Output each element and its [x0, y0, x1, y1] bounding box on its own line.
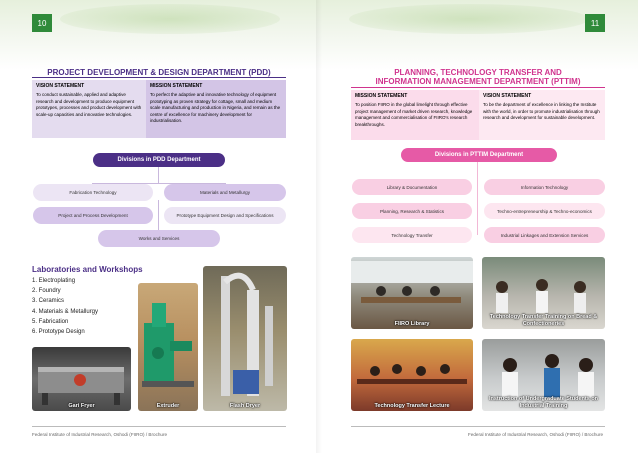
mission-title: MISSION STATEMENT	[355, 93, 408, 99]
department-title-line-2: INFORMATION MANAGEMENT DEPARTMENT (PTTIM…	[375, 77, 581, 86]
department-title-line-1: PLANNING, TECHNOLOGY TRANSFER AND	[394, 68, 562, 77]
vision-statement: VISION STATEMENT To conduct sustainable,…	[32, 80, 146, 138]
footer-rule	[32, 426, 286, 427]
labs-list: 1. Electroplating 2. Foundry 3. Ceramics…	[32, 276, 98, 337]
photo-caption: Extruder	[156, 402, 180, 409]
training-scene-icon	[496, 279, 586, 313]
decorative-swoosh	[349, 4, 589, 34]
photo-caption: FIIRO Library	[394, 320, 430, 327]
photo-flash-dryer: Flash Dryer	[203, 266, 287, 411]
photo-caption: Technology Transfer Training on Bread & …	[489, 314, 598, 327]
vision-text: To be the department of excellence in li…	[483, 102, 600, 121]
division-materials: Materials and Metallurgy	[164, 184, 286, 201]
vision-title: VISION STATEMENT	[483, 93, 532, 99]
flash-dryer-machine-icon	[221, 272, 273, 396]
photo-caption: Flash Dryer	[229, 402, 261, 409]
vision-title: VISION STATEMENT	[36, 83, 85, 89]
division-works-services: Works and Services	[98, 230, 220, 247]
photo-gari-fryer: Gari Fryer	[32, 347, 131, 411]
list-item: 4. Materials & Metallurgy	[32, 308, 99, 315]
vision-statement: VISION STATEMENT To be the department of…	[479, 90, 605, 140]
photo-caption: Technology Transfer Lecture	[374, 402, 450, 409]
mission-statement: MISSION STATEMENT To position FIIRO in t…	[351, 90, 479, 140]
left-page: 10 PROJECT DEVELOPMENT & DESIGN DEPARTME…	[0, 0, 319, 453]
photo-caption: Instruction of Undergraduate Students on…	[488, 396, 599, 409]
extruder-machine-icon	[142, 303, 194, 387]
mission-text: To position FIIRO in the global limeligh…	[355, 102, 473, 127]
footer-text: Federal Institute of Industrial Research…	[32, 432, 168, 437]
photo-fiiro-library: FIIRO Library	[351, 257, 473, 329]
division-technology-transfer: Technology Transfer	[352, 227, 472, 243]
divisions-title: Divisions in PTTIM Department	[401, 148, 557, 162]
mission-text: To perfect the adaptive and innovative t…	[150, 92, 281, 124]
photo-bread-training: Technology Transfer Training on Bread & …	[482, 257, 605, 329]
footer-text: Federal Institute of Industrial Research…	[468, 432, 604, 437]
page-number: 10	[32, 14, 52, 32]
page-gutter	[316, 0, 322, 453]
mission-title: MISSION STATEMENT	[150, 83, 203, 89]
list-item: 6. Prototype Design	[32, 329, 85, 336]
photo-undergraduate-training: Instruction of Undergraduate Students on…	[482, 339, 605, 411]
page-number: 11	[585, 14, 605, 32]
list-item: 5. Fabrication	[32, 318, 69, 325]
divisions-title: Divisions in PDD Department	[93, 153, 225, 167]
division-prototype-design: Prototype Equipment Design and Specifica…	[164, 207, 286, 224]
statements-box: VISION STATEMENT To conduct sustainable,…	[32, 80, 286, 138]
students-scene-icon	[502, 354, 594, 398]
division-library: Library & Documentation	[352, 179, 472, 195]
statements-box: MISSION STATEMENT To position FIIRO in t…	[351, 90, 605, 140]
photo-caption: Gari Fryer	[68, 402, 95, 409]
lecture-scene-icon	[357, 364, 467, 384]
list-item: 1. Electroplating	[32, 278, 76, 284]
library-scene-icon	[351, 261, 473, 303]
footer-rule	[351, 426, 605, 427]
vision-text: To conduct sustainable, applied and adap…	[36, 92, 142, 117]
connector	[92, 183, 226, 184]
mission-statement: MISSION STATEMENT To perfect the adaptiv…	[146, 80, 286, 138]
photo-extruder: Extruder	[138, 283, 198, 411]
labs-title: Laboratories and Workshops	[32, 265, 143, 274]
right-page: 11 PLANNING, TECHNOLOGY TRANSFER AND INF…	[319, 0, 638, 453]
list-item: 3. Ceramics	[32, 298, 65, 305]
list-item: 2. Foundry	[32, 288, 61, 295]
title-underline	[351, 87, 605, 88]
department-title: PROJECT DEVELOPMENT & DESIGN DEPARTMENT …	[47, 68, 271, 77]
gari-fryer-machine-icon	[38, 367, 124, 405]
division-industrial-linkages: Industrial Linkages and Extension Servic…	[484, 227, 605, 243]
connector	[158, 200, 159, 230]
photo-technology-transfer-lecture: Technology Transfer Lecture	[351, 339, 473, 411]
decorative-swoosh	[60, 4, 280, 34]
title-underline	[32, 77, 286, 78]
connector	[477, 161, 478, 235]
division-planning-research: Planning, Research & Statistics	[352, 203, 472, 219]
division-project-process: Project and Process Development	[33, 207, 153, 224]
division-information-technology: Information Technology	[484, 179, 605, 195]
division-fabrication: Fabrication Technology	[33, 184, 153, 201]
connector	[158, 167, 159, 183]
division-techno-entrepreneurship: Techno-entrepreneurship & Techno-economi…	[484, 203, 605, 219]
